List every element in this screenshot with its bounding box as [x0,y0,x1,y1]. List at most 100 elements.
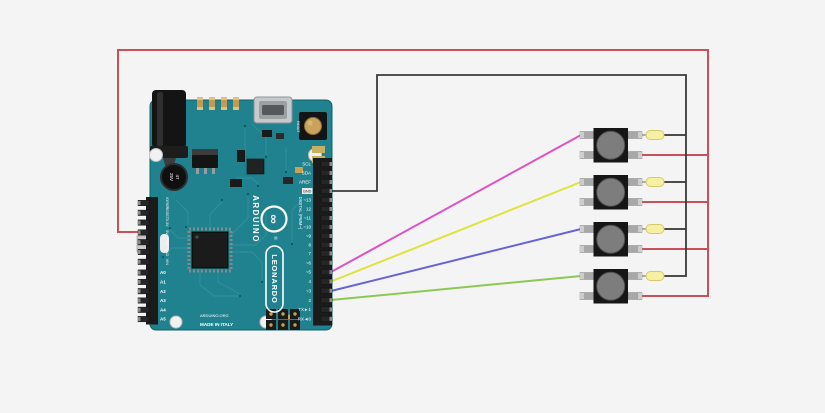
header-pin-tip [329,260,332,265]
button-leg-tip [580,199,584,205]
pushbutton-2[interactable] [579,175,643,210]
button-leg-tip [580,226,584,232]
pin-label: 12 [306,207,312,212]
made-in-italy-text: MADE IN ITALY [200,322,233,327]
mcu-chip [187,227,233,273]
pin-label: 8 [308,243,311,248]
icsp-header [266,309,300,330]
arduino-leonardo-board[interactable]: RESET 47 25V [136,90,333,331]
button-leg-tip [580,246,584,252]
pin-label: IOREF [165,197,169,209]
wire-signal-yellow-d4[interactable] [330,181,582,283]
header-pin-tip [329,225,332,229]
pin-label: ~11 [304,216,312,221]
button-leg-tip [580,132,584,138]
pin-label: 3.3V [165,219,169,227]
button-leg-tip [638,273,642,279]
pin-label: A1 [160,280,166,285]
header-pin-tip [138,259,141,264]
header-pin-tip [138,317,141,322]
button-cap[interactable] [596,130,626,160]
header-pin-tip [138,279,141,284]
cap-value: 47 [175,174,180,180]
button-cap[interactable] [596,224,626,254]
wire-signal-green-d2[interactable] [330,275,582,301]
pin-label: 4 [308,279,311,284]
pin-label: ~3 [306,288,312,293]
electrolytic-capacitor: 47 25V [160,163,188,191]
pushbutton-4[interactable] [579,269,643,304]
pin-label: ~6 [306,260,312,265]
pin-label: ~9 [306,234,312,239]
header-strip [146,267,158,325]
brand-text: ARDUINO [251,195,260,243]
header-pin-tip [329,243,332,247]
registered-mark: ® [273,236,279,240]
pcb-vias [161,124,294,298]
header-pin-tip [138,240,141,245]
button-leg-tip [638,246,642,252]
resistor-2[interactable] [645,177,665,187]
button-leg-tip [580,179,584,185]
button-leg-tip [638,152,642,158]
pin-headers: SCLSDAAREFGND~1312~11~10~987~6~54~32TX►1… [137,158,333,326]
reset-button[interactable] [299,112,327,140]
button-leg-tip [638,293,642,299]
header-pin-tip [138,298,141,303]
pin-label: A3 [160,298,166,303]
resistors-layer [642,130,686,281]
wire-signal-blue-d3[interactable] [330,228,582,292]
pcb-traces [164,123,303,297]
resistor-3[interactable] [645,224,665,234]
button-leg-tip [638,199,642,205]
buttons-layer [579,128,643,304]
resistor-1[interactable] [645,130,665,140]
pushbutton-3[interactable] [579,222,643,257]
header-pin-tip [329,316,332,321]
cap-voltage: 25V [169,173,174,181]
header-pin-tip [138,230,141,235]
logo-infinity: ∞ [267,214,282,223]
pin-label: A0 [160,270,166,275]
pin-label: ~13 [303,198,311,203]
micro-usb-connector [253,96,293,124]
pin-label: VIN [165,259,169,266]
header-pin-tip [329,307,332,312]
pin-label: SDA [302,171,311,176]
pushbutton-1[interactable] [579,128,643,163]
header-pin-tip [329,162,332,166]
wire-power-5v-red[interactable] [117,49,709,297]
header-strip [313,248,332,326]
header-pin-tip [138,289,141,294]
button-leg-tip [580,152,584,158]
pin-label: ~5 [306,270,312,275]
button-cap[interactable] [596,271,626,301]
header-pin-tip [329,198,332,202]
header-pin-tip [329,207,332,211]
button-cap[interactable] [596,177,626,207]
reset-label: RESET [296,121,300,134]
model-text: LEONARDO [270,254,279,303]
resistor-4[interactable] [645,271,665,281]
header-pin-tip [329,298,332,303]
pin-label: RESET [165,206,169,219]
digital-pwm-label: DIGITAL (PWM~) [298,197,303,230]
header-pin-tip [329,288,332,293]
pin-label: SCL [302,162,311,167]
header-pin-tip [329,180,332,184]
button-leg-tip [580,273,584,279]
gnd-highlight [302,188,313,194]
pin-label: A2 [160,289,166,294]
wire-signal-magenta-d5[interactable] [330,134,582,273]
pin-label-gnd: GND [303,190,312,194]
button-leg-tip [638,179,642,185]
pin-label: 5V [165,230,169,235]
voltage-regulator [192,149,218,174]
header-pin-tip [138,220,141,225]
header-pin-tip [329,216,332,220]
pin-label: TX►1 [298,307,311,312]
pin-label: GND [165,238,169,247]
header-pin-tip [138,270,141,275]
pin-label: 2 [308,298,311,303]
